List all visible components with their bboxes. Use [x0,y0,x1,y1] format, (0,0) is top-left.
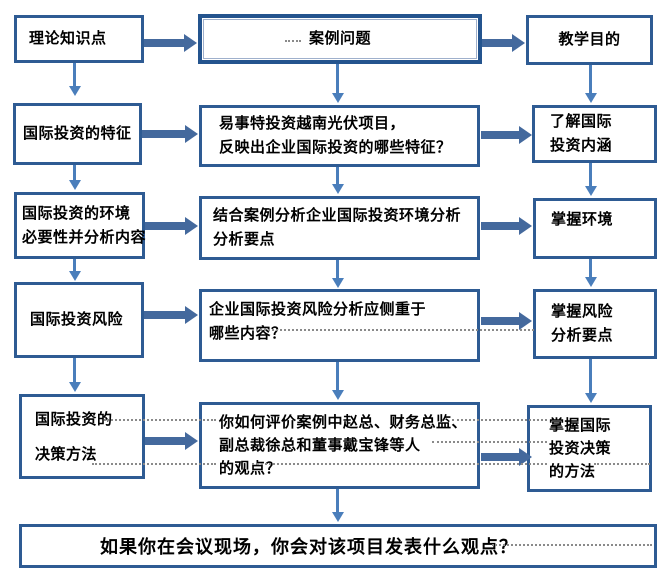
down-arrow [331,167,344,194]
down-arrow [331,64,344,103]
leader-dots [594,463,650,465]
node-line: 的观点？ [219,460,282,477]
right-block-arrow [145,217,198,235]
node-line: 国际投资的环境 [22,204,131,222]
node-obj-understand-connotation: 了解国际 投资内涵 [532,105,657,163]
node-line: 易事特投资越南光伏项目， [219,115,406,132]
right-block-arrow [144,306,198,324]
leader-dots [432,441,547,443]
down-arrow [68,259,81,281]
right-block-arrow [481,312,532,330]
down-arrow [331,362,344,400]
banner-text: 如果你在会议现场，你会对该项目发表什么观点？ [100,537,518,557]
node-case-q-features: 易事特投资越南光伏项目， 反映出企业国际投资的哪些特征？ [199,105,480,167]
node-line: 掌握风险 [551,303,614,320]
node-line: 理论知识点 [29,30,107,47]
node-line: 哪些内容？ [209,325,287,342]
right-block-arrow [145,432,198,450]
node-line: 结合案例分析企业国际投资环境分析 [213,207,462,224]
node-line: 投资内涵 [550,137,613,154]
node-intl-investment-environment: 国际投资的环境 必要性并分析内容 [14,192,147,259]
node-line: 国际投资的 [35,411,113,428]
down-arrow [584,359,597,403]
node-obj-master-decision: 掌握国际 投资决策 的方法 [527,405,652,492]
down-arrow [584,259,597,287]
node-line: 分析要点 [213,231,276,248]
node-line: 掌握国际 [549,417,612,434]
right-block-arrow [142,125,198,143]
down-arrow [68,358,81,392]
node-line: 你如何评价案例中赵总、财务总监、 [219,414,468,431]
down-arrow [331,260,344,288]
node-line: 投资决策 [549,440,612,457]
node-obj-master-environment: 掌握环境 [533,198,657,259]
node-line: 教学目的 [558,31,621,48]
node-line: 的方法 [549,463,596,480]
down-arrow [331,489,344,522]
node-case-q-opinions: 你如何评价案例中赵总、财务总监、 副总裁徐总和董事戴宝锋等人 的观点？ [199,402,480,489]
node-line: 反映出企业国际投资的哪些特征？ [219,139,452,156]
node-line: 副总裁徐总和董事戴宝锋等人 [219,437,421,454]
node-line: 案例问题 [308,30,371,47]
leader-dots [104,419,216,421]
node-intl-investment-decision-methods: 国际投资的 决策方法 [19,394,145,479]
node-line: 企业国际投资风险分析应侧重于 [209,301,427,318]
right-block-arrow [144,34,197,52]
down-arrow [68,165,81,190]
node-theory-knowledge: 理论知识点 [14,15,144,63]
right-block-arrow [481,217,532,235]
right-block-arrow [481,448,532,466]
node-line: 决策方法 [35,446,98,463]
down-arrow [68,63,81,96]
leader-dots [452,419,547,421]
node-line: 分析要点 [551,327,614,344]
node-intl-investment-features: 国际投资的特征 [13,103,142,165]
node-line: 了解国际 [550,113,613,130]
node-case-question: 案例问题 [198,14,482,64]
node-case-q-environment: 结合案例分析企业国际投资环境分析 分析要点 [199,196,480,260]
right-block-arrow [481,126,532,144]
node-case-q-risk: 企业国际投资风险分析应侧重于 哪些内容？ [199,289,480,362]
leader-dots [252,329,534,331]
leader-dots [285,40,301,42]
right-block-arrow [482,34,525,52]
leader-dots [252,463,547,465]
banner-discussion-question: 如果你在会议现场，你会对该项目发表什么观点？ [19,524,657,568]
node-line: 掌握环境 [551,211,614,228]
leader-dots [92,463,216,465]
node-obj-master-risk: 掌握风险 分析要点 [533,289,657,359]
node-intl-investment-risk: 国际投资风险 [14,282,144,358]
node-teaching-objective: 教学目的 [526,15,653,65]
node-line: 国际投资的特征 [23,125,132,142]
down-arrow [584,65,597,103]
node-line: 国际投资风险 [30,311,124,328]
node-line: 必要性并分析内容 [22,228,147,246]
down-arrow [584,163,597,196]
leader-dots [492,544,652,546]
